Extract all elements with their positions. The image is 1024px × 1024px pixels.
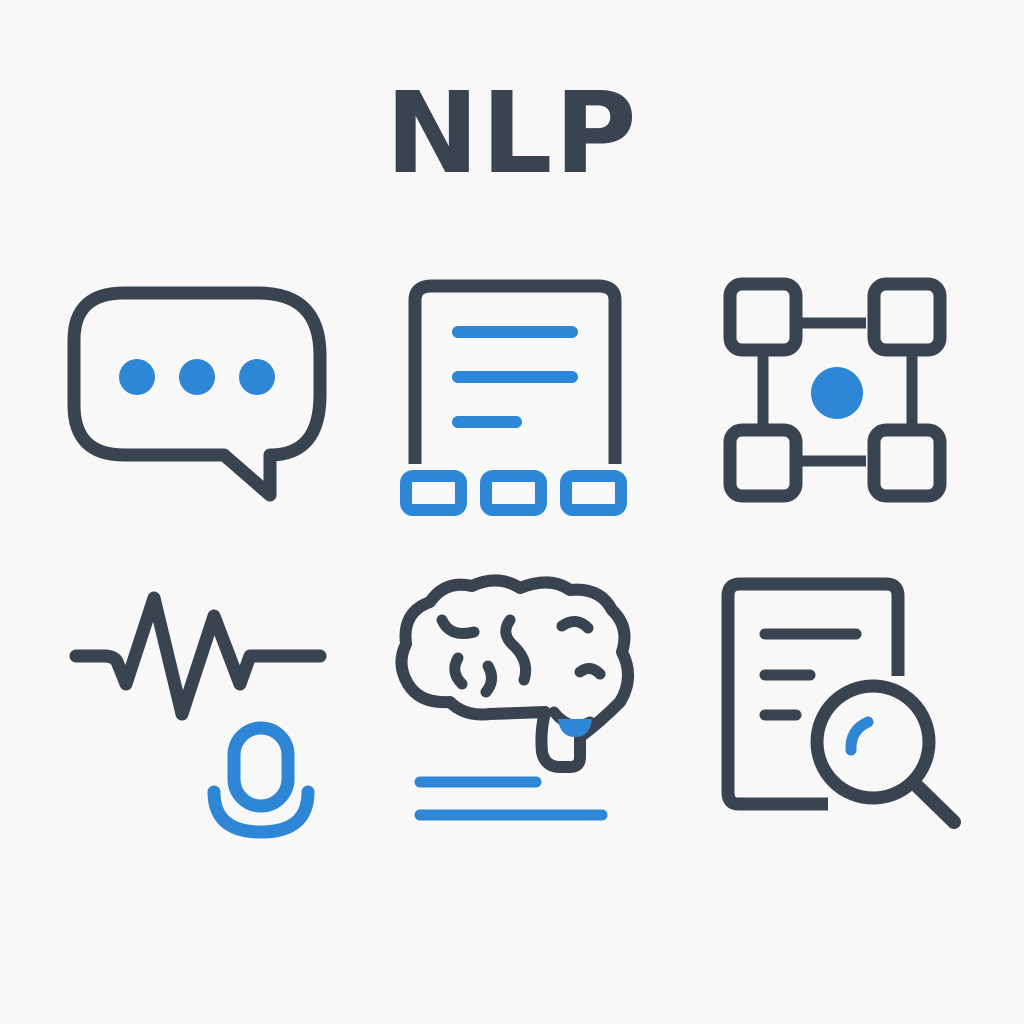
chat-bubble-icon bbox=[67, 286, 327, 502]
node-graph-icon bbox=[723, 277, 947, 503]
brain-icon bbox=[395, 574, 634, 821]
page-title: NLP bbox=[385, 69, 639, 199]
document-search-icon bbox=[721, 577, 961, 829]
voice-wave-microphone-icon bbox=[69, 591, 327, 839]
text-document-tokens-icon bbox=[400, 279, 627, 516]
